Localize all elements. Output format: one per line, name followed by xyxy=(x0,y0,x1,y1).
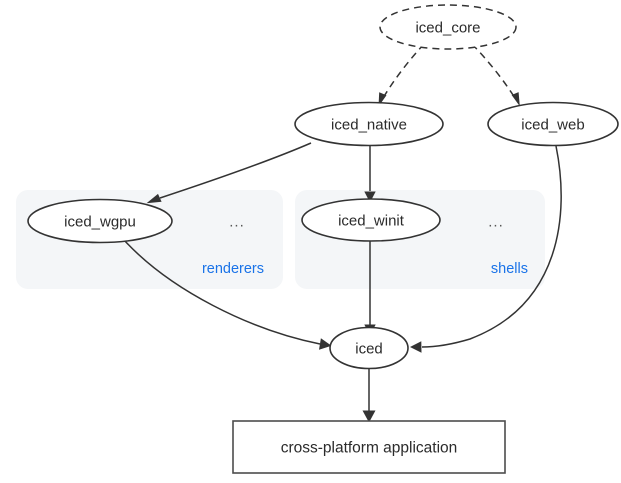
cluster-shells-ellipsis: ... xyxy=(488,214,504,231)
node-iced-wgpu-label: iced_wgpu xyxy=(64,214,136,231)
node-iced-winit-label: iced_winit xyxy=(338,213,405,230)
edge-iced-web-to-iced-arrowhead xyxy=(410,341,422,353)
edge-iced-native-to-iced-winit xyxy=(364,146,376,203)
node-iced-core-shape[interactable] xyxy=(379,4,517,50)
edge-iced-core-to-iced-web-arrowhead xyxy=(511,92,520,107)
node-iced-winit-shape[interactable] xyxy=(301,198,441,242)
edge-iced-wgpu-to-iced-arrowhead xyxy=(319,338,332,350)
edge-iced-to-application-arrowhead xyxy=(362,410,376,423)
node-iced-native[interactable]: iced_native xyxy=(294,101,444,147)
edge-iced-native-to-iced-wgpu xyxy=(146,142,312,204)
edge-iced-to-application xyxy=(362,368,376,423)
edge-iced-core-to-iced-web xyxy=(471,43,520,107)
node-iced-core[interactable]: iced_core xyxy=(379,4,517,50)
edge-iced-web-to-iced-line xyxy=(421,145,562,348)
edge-iced-core-to-iced-web-line xyxy=(471,43,516,99)
node-iced-native-shape[interactable] xyxy=(294,101,444,147)
node-cross-platform-application-label: cross-platform application xyxy=(281,440,458,457)
cluster-shells-label: shells xyxy=(491,261,528,277)
node-iced-wgpu-shape[interactable] xyxy=(27,198,173,244)
edge-iced-core-to-iced-native xyxy=(378,43,425,107)
node-cross-platform-application[interactable]: cross-platform application xyxy=(232,420,506,474)
edge-iced-native-to-iced-winit-arrowhead xyxy=(364,191,376,203)
edge-iced-web-to-iced xyxy=(410,145,562,353)
node-iced-label: iced xyxy=(355,341,383,358)
node-iced-wgpu[interactable]: iced_wgpu xyxy=(27,198,173,244)
node-iced-web-shape[interactable] xyxy=(487,101,619,147)
node-iced-web[interactable]: iced_web xyxy=(487,101,619,147)
node-iced-core-label: iced_core xyxy=(415,20,480,37)
node-iced-native-label: iced_native xyxy=(331,117,407,134)
node-cross-platform-application-shape[interactable] xyxy=(232,420,506,474)
edge-iced-native-to-iced-wgpu-arrowhead xyxy=(146,193,162,204)
edge-iced-native-to-iced-wgpu-line xyxy=(159,142,312,199)
edge-iced-wgpu-to-iced xyxy=(123,239,332,350)
cluster-renderers-ellipsis: ... xyxy=(229,214,245,231)
cluster-renderers-label: renderers xyxy=(202,261,264,277)
node-iced-winit[interactable]: iced_winit xyxy=(301,198,441,242)
node-iced-web-label: iced_web xyxy=(521,117,584,134)
edge-iced-core-to-iced-native-line xyxy=(382,43,425,99)
edge-iced-wgpu-to-iced-line xyxy=(123,239,321,345)
node-iced-shape[interactable] xyxy=(329,326,409,370)
node-iced[interactable]: iced xyxy=(329,326,409,370)
